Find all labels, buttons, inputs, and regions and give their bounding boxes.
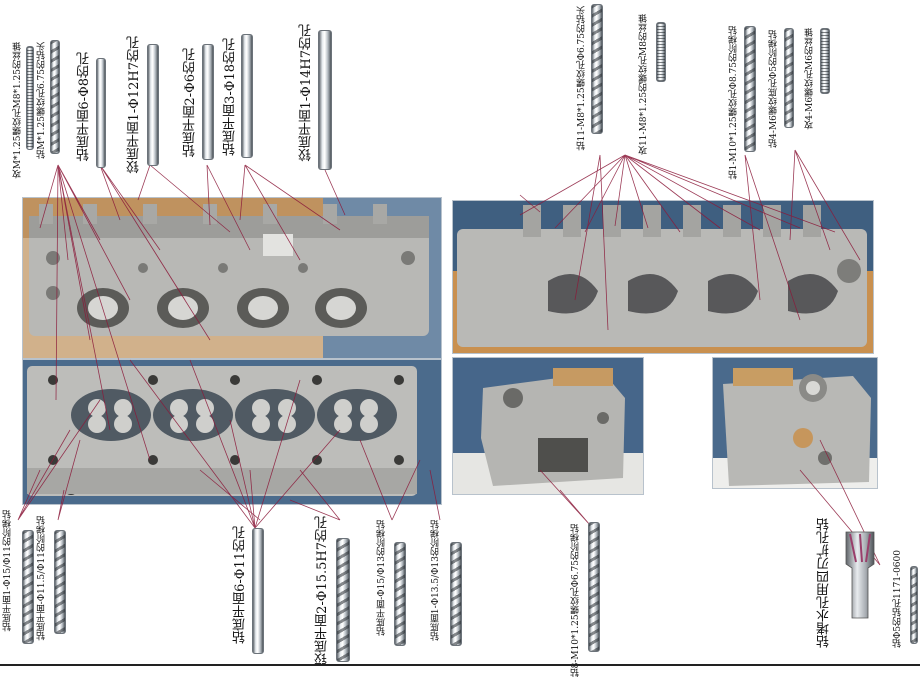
step-drill-m10-tool-image — [744, 26, 756, 152]
step-drill-11-5-tool-image — [54, 530, 66, 634]
label-drill-8: 钻底平面6-Φ8的孔 — [77, 52, 92, 162]
cylinder-head-photo-top-right — [452, 200, 874, 354]
label-ream-14h7: 铰底平面1-Φ14H7的孔 — [299, 24, 314, 162]
step-drill-15-11-tool-image — [22, 530, 34, 644]
label-drill-6: 钻底平面2-Φ6的孔 — [183, 48, 198, 158]
label-ream-12h7: 铰底平面1-Φ12H7的孔 — [127, 36, 142, 174]
label-drill-6-75: 钻M*1.25螺纹孔6.75的钻头 — [37, 42, 47, 159]
tap-m8-tool-image — [26, 46, 34, 150]
drill-6-tool-image — [202, 44, 214, 160]
cylinder-head-photo-top-left — [22, 197, 442, 359]
bottom-border-line — [0, 664, 920, 666]
label-core-drill: 钻堵水孔用四刃扩孔钻 — [817, 518, 832, 648]
label-step-drill-11-5: 钻底平面-Φ11.5/Φ11的阶梯钻 — [37, 516, 47, 641]
step-drill-m6-tool-image — [784, 28, 794, 128]
cylinder-head-photo-bottom-left — [22, 359, 442, 505]
drill-5-tool-image — [910, 566, 918, 644]
drill-11-m8-tool-image — [591, 4, 603, 134]
label-drill-11-m8: 钻11-M8*1.25螺纹孔Φ6.75的钻头 — [577, 6, 587, 151]
label-drill-18: 钻底平面3-Φ18的孔 — [223, 38, 238, 156]
drill-6-75-tool-image — [50, 40, 60, 154]
ream-15-5h7-tool-image — [336, 538, 350, 662]
label-ream-15-5h7: 铰底平面2-Φ15.5H7的孔 — [315, 516, 330, 666]
drill-11-tool-image — [252, 528, 264, 654]
label-tap-11-m8: 攻11-M8*1.25的螺纹孔M8的丝锥 — [639, 14, 649, 155]
label-step-drill-8-m10: 钻8-M10*1.25螺纹孔Φ6.75的阶梯钻 — [571, 524, 581, 677]
label-step-drill-m6: 钻4-M6螺纹底孔Φ5的阶梯钻 — [769, 30, 779, 148]
label-drill-5: 钻Φ5的钻孔1171-0600 — [893, 550, 903, 648]
label-step-drill-m10: 钻1-M10*1.25螺纹孔Φ8.75的阶梯钻 — [729, 26, 739, 180]
label-tap-m8: 攻M*1.25螺纹孔M8*1.25的丝锥 — [13, 42, 23, 179]
step-drill-8-m10-tool-image — [588, 522, 600, 652]
ream-14h7-tool-image — [318, 30, 332, 170]
cylinder-head-photo-end-view — [452, 357, 644, 495]
drill-18-tool-image — [241, 34, 253, 158]
label-step-drill-13-5: 钻底面1-Φ13.5/Φ13的阶梯钻 — [431, 520, 441, 642]
drill-8-tool-image — [96, 58, 106, 168]
step-drill-13-5-tool-image — [450, 542, 462, 646]
label-step-drill-15-13: 钻底平面-Φ15/Φ13的阶梯钻 — [377, 520, 387, 636]
ream-12h7-tool-image — [147, 44, 159, 166]
cylinder-head-photo-end-view-2 — [712, 357, 878, 489]
label-drill-11: 钻底平面6-Φ11的孔 — [233, 526, 248, 644]
step-drill-15-13-tool-image — [394, 542, 406, 646]
label-step-drill-15-11: 钻底平面1-Φ15/Φ11的阶梯钻 — [3, 510, 13, 632]
core-drill-tool-image — [840, 526, 880, 622]
label-tap-m6: 攻4-M6螺纹孔M6的丝锥 — [805, 28, 815, 130]
tap-m6-tool-image — [820, 28, 830, 94]
tap-11-m8-tool-image — [656, 22, 666, 82]
